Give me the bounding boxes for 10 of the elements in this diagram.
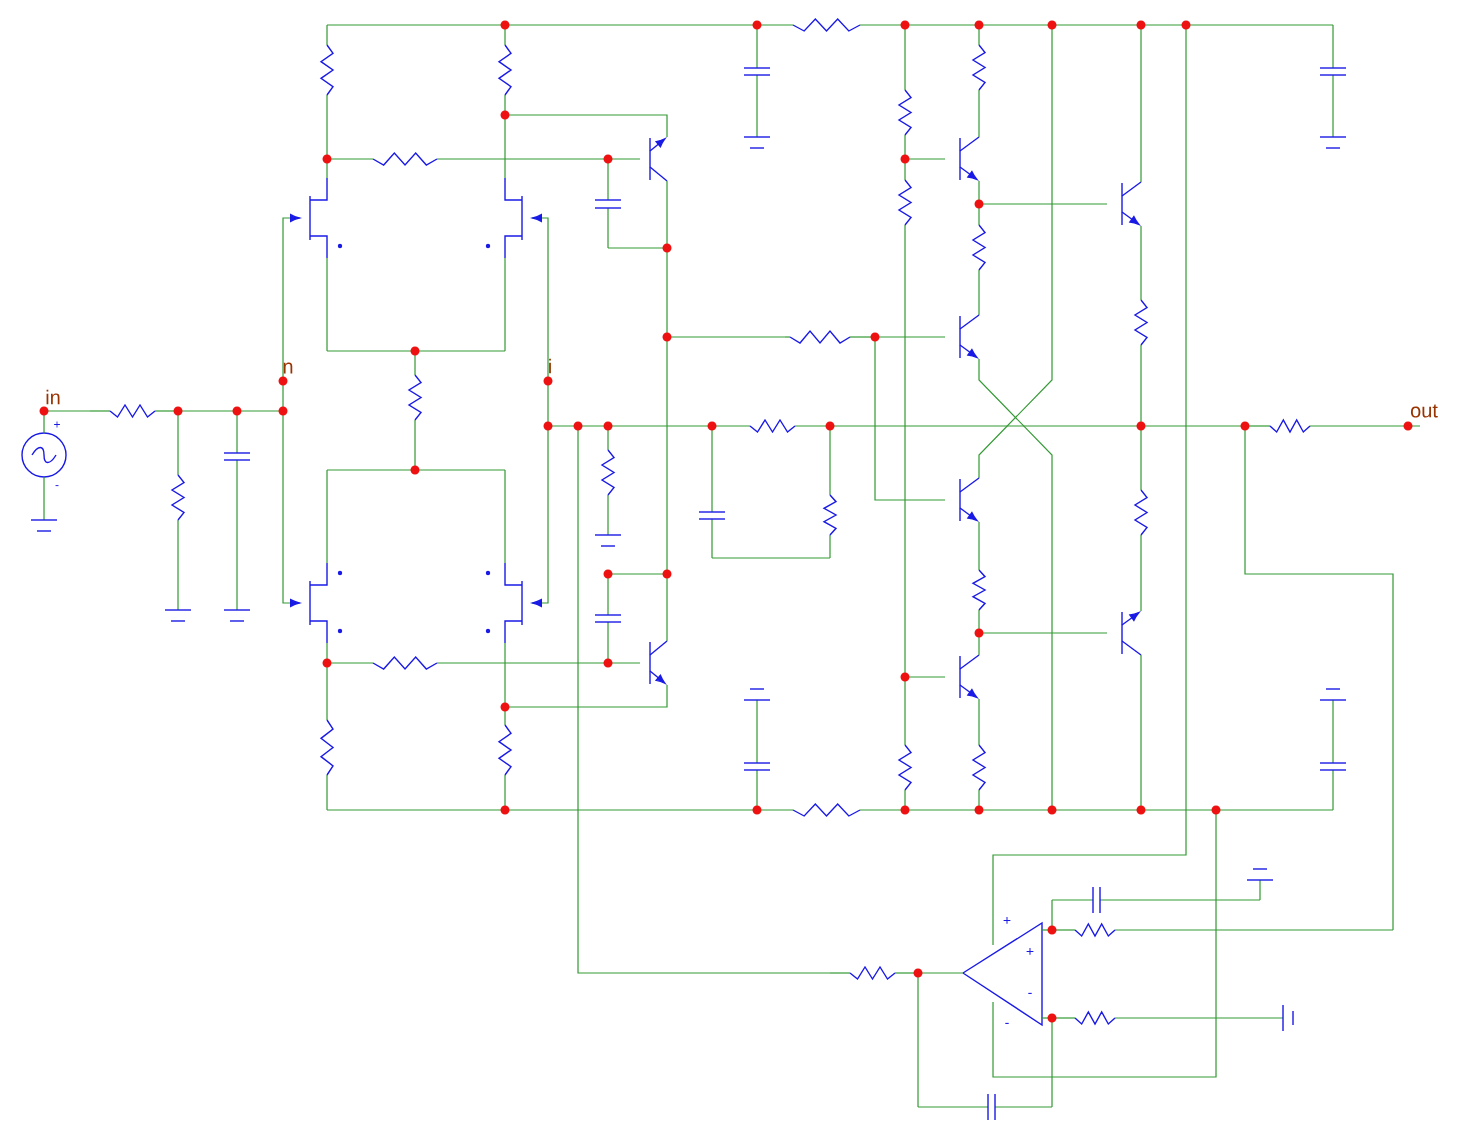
polarity-sign: +	[1026, 948, 1034, 955]
polarity-sign: +	[1003, 917, 1011, 924]
polarity-sign: -	[1028, 992, 1032, 994]
polarity-sign: -	[55, 485, 59, 487]
polarity-sign: +	[54, 421, 60, 428]
terminal-label: out	[1410, 404, 1438, 418]
terminal-label: i	[549, 358, 551, 374]
terminal-label: in	[46, 389, 60, 405]
terminal-label: n	[283, 362, 293, 374]
polarity-sign: -	[1005, 1022, 1009, 1024]
